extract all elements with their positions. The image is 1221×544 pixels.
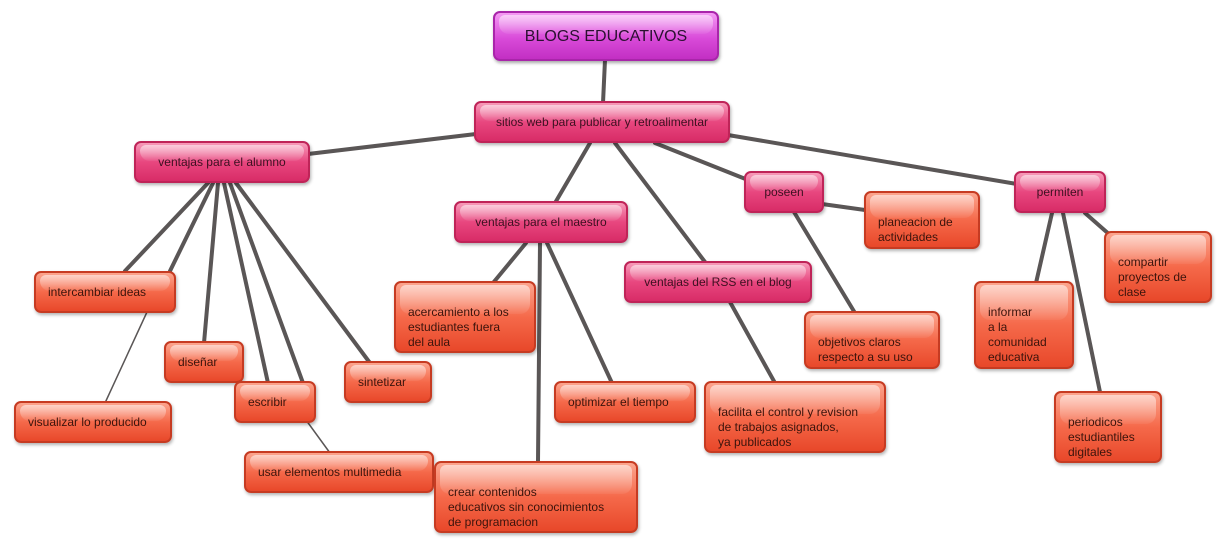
edge-root-hub (601, 58, 607, 105)
leaf-node-compartir[interactable]: compartir proyectos de clase (1104, 231, 1212, 303)
leaf-label-periodicos: periodicos estudiantiles digitales (1068, 415, 1135, 459)
branch-node-rss[interactable]: ventajas del RSS en el blog (624, 261, 812, 303)
edge-poseen-planeacion (820, 202, 867, 212)
leaf-label-multimedia: usar elementos multimedia (258, 464, 402, 479)
edge-permiten-compartir (1083, 211, 1112, 237)
leaf-node-informar[interactable]: informar a la comunidad educativa (974, 281, 1074, 369)
edge-maestro-crear (536, 241, 542, 464)
leaf-label-objetivos: objetivos claros respecto a su uso (818, 335, 913, 364)
leaf-label-crear: crear contenidos educativos sin conocimi… (448, 485, 605, 529)
branch-label-maestro: ventajas para el maestro (475, 214, 607, 229)
leaf-label-disenar: diseñar (178, 354, 218, 369)
leaf-label-acercamiento: acercamiento a los estudiantes fuera del… (408, 305, 509, 349)
edge-alumno-intercambiar (123, 181, 210, 273)
edge-rss-facilita (728, 300, 777, 385)
leaf-node-disenar[interactable]: diseñar (164, 341, 244, 383)
edge-hub-permiten (726, 133, 1019, 186)
branch-node-poseen[interactable]: poseen (744, 171, 824, 213)
branch-label-permiten: permiten (1036, 184, 1084, 199)
edge-alumno-multimedia (305, 419, 331, 454)
leaf-node-optimizar[interactable]: optimizar el tiempo (554, 381, 696, 423)
leaf-node-acercamiento[interactable]: acercamiento a los estudiantes fuera del… (394, 281, 536, 353)
edge-poseen-objetivos (792, 210, 857, 315)
branch-node-maestro[interactable]: ventajas para el maestro (454, 201, 628, 243)
leaf-node-intercambiar[interactable]: intercambiar ideas (34, 271, 176, 313)
leaf-label-intercambiar: intercambiar ideas (48, 284, 147, 299)
edge-alumno-disenar (202, 181, 220, 345)
edge-permiten-informar (1034, 211, 1054, 285)
edge-alumno-sintetizar (234, 181, 372, 365)
edge-alumno-intercambiar-2 (168, 181, 215, 273)
edge-alumno-escribir (222, 181, 270, 385)
leaf-node-multimedia[interactable]: usar elementos multimedia (244, 451, 434, 493)
leaf-node-facilita[interactable]: facilita el control y revision de trabaj… (704, 381, 886, 453)
leaf-node-escribir[interactable]: escribir (234, 381, 316, 423)
branch-label-poseen: poseen (764, 184, 804, 199)
leaf-label-compartir: compartir proyectos de clase (1118, 255, 1187, 299)
edge-alumno-visualizar (104, 311, 148, 404)
leaf-node-sintetizar[interactable]: sintetizar (344, 361, 432, 403)
edge-hub-rss (613, 141, 707, 264)
edge-alumno-escribir-2 (228, 181, 305, 385)
leaf-node-periodicos[interactable]: periodicos estudiantiles digitales (1054, 391, 1162, 463)
branch-node-alumno[interactable]: ventajas para el alumno (134, 141, 310, 183)
leaf-label-visualizar: visualizar lo producido (28, 414, 147, 429)
branch-label-rss: ventajas del RSS en el blog (644, 274, 792, 289)
leaf-label-sintetizar: sintetizar (358, 374, 407, 389)
edge-permiten-periodicos (1061, 211, 1102, 394)
leaf-node-planeacion[interactable]: planeacion de actividades (864, 191, 980, 249)
edge-hub-maestro (553, 141, 592, 205)
hub-node[interactable]: sitios web para publicar y retroalimenta… (474, 101, 730, 143)
hub-node-label: sitios web para publicar y retroalimenta… (495, 114, 709, 129)
branch-label-alumno: ventajas para el alumno (158, 154, 286, 169)
leaf-node-crear[interactable]: crear contenidos educativos sin conocimi… (434, 461, 638, 533)
leaf-label-optimizar: optimizar el tiempo (568, 394, 669, 409)
leaf-label-planeacion: planeacion de actividades (878, 215, 953, 244)
edge-maestro-acercamiento (491, 241, 528, 285)
root-node-title[interactable]: BLOGS EDUCATIVOS (493, 11, 719, 61)
leaf-node-visualizar[interactable]: visualizar lo producido (14, 401, 172, 443)
leaf-label-informar: informar a la comunidad educativa (988, 305, 1047, 364)
leaf-node-objetivos[interactable]: objetivos claros respecto a su uso (804, 311, 940, 369)
edge-maestro-optimizar (545, 241, 614, 385)
branch-node-permiten[interactable]: permiten (1014, 171, 1106, 213)
root-node-label: BLOGS EDUCATIVOS (524, 27, 688, 45)
edge-hub-alumno (306, 132, 478, 156)
leaf-label-facilita: facilita el control y revision de trabaj… (718, 405, 859, 449)
leaf-label-escribir: escribir (248, 394, 287, 409)
edge-hub-poseen (653, 141, 750, 182)
